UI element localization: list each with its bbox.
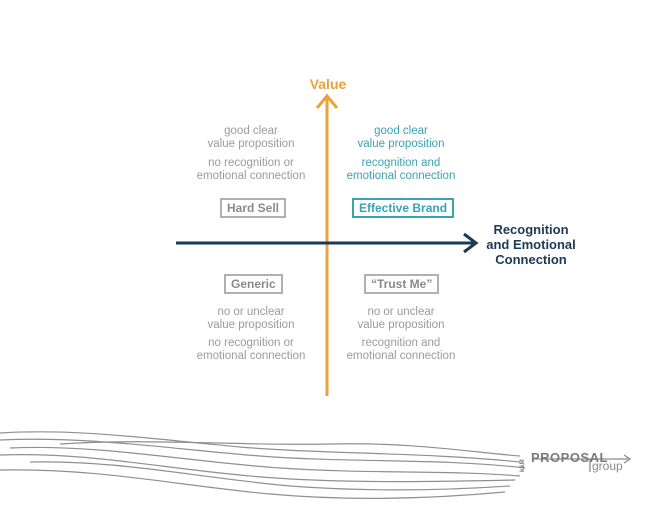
bottom-right-value-text: no or unclear value proposition <box>326 306 476 332</box>
text-line: emotional connection <box>176 350 326 363</box>
bottom-right-recognition-text: recognition and emotional connection <box>326 337 476 363</box>
text-line: no or unclear <box>326 306 476 319</box>
recognition-axis-label-line: Recognition <box>474 222 588 237</box>
hard-sell-badge: Hard Sell <box>220 198 286 218</box>
top-left-value-text: good clear value proposition <box>176 125 326 151</box>
text-line: value proposition <box>326 319 476 332</box>
value-axis-label: Value <box>300 76 356 92</box>
recognition-axis-label: Recognition and Emotional Connection <box>474 222 588 267</box>
text-line: value proposition <box>176 138 326 151</box>
text-line: value proposition <box>176 319 326 332</box>
text-line: no recognition or <box>176 337 326 350</box>
generic-badge: Generic <box>224 274 283 294</box>
text-line: emotional connection <box>176 170 326 183</box>
text-line: good clear <box>326 125 476 138</box>
logo-suffix-text: group <box>592 459 623 473</box>
text-line: good clear <box>176 125 326 138</box>
recognition-axis-label-line: Connection <box>474 252 588 267</box>
recognition-axis-label-line: and Emotional <box>474 237 588 252</box>
top-right-value-text: good clear value proposition <box>326 125 476 151</box>
text-line: value proposition <box>326 138 476 151</box>
proposal-group-logo: k&M PROPOSAL group <box>520 446 640 474</box>
bottom-left-value-text: no or unclear value proposition <box>176 306 326 332</box>
bottom-left-recognition-text: no recognition or emotional connection <box>176 337 326 363</box>
text-line: recognition and <box>326 157 476 170</box>
effective-brand-badge: Effective Brand <box>352 198 454 218</box>
text-line: no recognition or <box>176 157 326 170</box>
text-line: emotional connection <box>326 170 476 183</box>
text-line: emotional connection <box>326 350 476 363</box>
text-line: no or unclear <box>176 306 326 319</box>
top-right-recognition-text: recognition and emotional connection <box>326 157 476 183</box>
trust-me-badge: “Trust Me” <box>364 274 439 294</box>
top-left-recognition-text: no recognition or emotional connection <box>176 157 326 183</box>
text-line: recognition and <box>326 337 476 350</box>
decorative-sketch-lines <box>0 432 525 499</box>
logo-prefix: k&M <box>520 459 526 472</box>
